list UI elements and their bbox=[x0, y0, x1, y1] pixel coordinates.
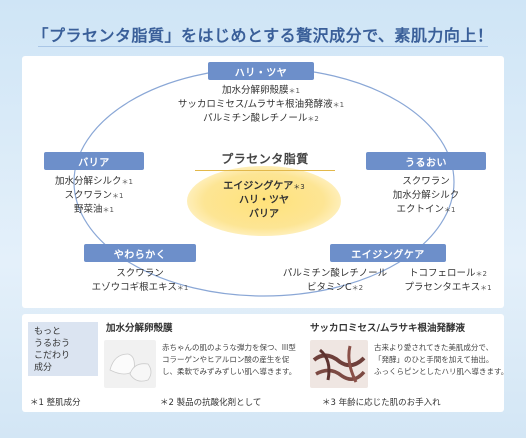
note: ＊1 bbox=[102, 206, 114, 214]
note: ＊1 bbox=[332, 101, 345, 109]
node-items-aging-left: パルミチン酸レチノール ビタミンC＊2 bbox=[276, 267, 394, 295]
purple-root-photo bbox=[310, 340, 368, 388]
center-glow bbox=[187, 166, 341, 236]
note: ＊1 bbox=[288, 87, 300, 95]
node-items-yawaraka: スクワラン エゾウコギ根エキス＊1 bbox=[68, 267, 212, 295]
item: スクワラン bbox=[116, 268, 164, 279]
note: ＊1 bbox=[444, 206, 456, 214]
center-line-3: バリア bbox=[249, 209, 279, 220]
node-label-barrier: バリア bbox=[44, 152, 144, 170]
eggshell-title: 加水分解卵殻膜 bbox=[106, 323, 173, 334]
note: ＊2 bbox=[351, 284, 364, 292]
center-line-2: ハリ・ツヤ bbox=[239, 195, 289, 206]
note: ＊2 bbox=[475, 270, 487, 278]
item: ビタミンC bbox=[306, 282, 352, 293]
node-label-hari-tsuya: ハリ・ツヤ bbox=[208, 62, 314, 80]
item: スクワラン bbox=[402, 176, 450, 187]
item: サッカロミセス/ムラサキ根油発酵液 bbox=[177, 99, 333, 110]
item: スクワラン bbox=[64, 190, 113, 201]
saccharo-description: 古来より愛されてきた美肌成分で、 「発酵」のひと手間を加えて抽出。 ふっくらピン… bbox=[374, 343, 509, 376]
note: ＊1 bbox=[121, 178, 133, 186]
footnote-3: ＊3 年齢に応じた肌のお手入れ bbox=[322, 398, 441, 408]
note: ＊1 bbox=[112, 192, 124, 200]
page-title: 「プラセンタ脂質」をはじめとする贅沢成分で、素肌力向上！ bbox=[32, 26, 494, 45]
center-line-1: エイジングケア bbox=[223, 181, 294, 192]
node-label-yawaraka: やわらかく bbox=[84, 244, 196, 262]
center-divider bbox=[195, 170, 335, 171]
node-items-barrier: 加水分解シルク＊1 スクワラン＊1 野菜油＊1 bbox=[44, 175, 144, 217]
title-underline bbox=[38, 46, 488, 47]
center-benefits: エイジングケア＊3 ハリ・ツヤ バリア bbox=[187, 180, 341, 222]
node-label-uruoi: うるおい bbox=[366, 152, 486, 170]
item: エゾウコギ根エキス bbox=[91, 282, 177, 293]
item: プラセンタエキス bbox=[404, 282, 481, 293]
eggshell-description: 赤ちゃんの肌のような弾力を保つ、III型 コラーゲンやヒアルロン酸の産生を促 し… bbox=[162, 343, 297, 376]
item: 加水分解シルク bbox=[55, 176, 122, 187]
ingredient-panel bbox=[22, 314, 504, 412]
node-label-aging-care: エイジングケア bbox=[330, 244, 446, 262]
node-items-aging-right: トコフェロール＊2 プラセンタエキス＊1 bbox=[398, 267, 498, 295]
item: エクトイン bbox=[396, 204, 445, 215]
item: パルミチン酸レチノール bbox=[282, 268, 388, 279]
center-heading: プラセンタ脂質 bbox=[221, 152, 309, 166]
item: 加水分解シルク bbox=[392, 190, 460, 201]
note: ＊1 bbox=[176, 284, 189, 292]
item: 加水分解卵殻膜 bbox=[222, 85, 289, 96]
eggshell-photo bbox=[104, 340, 156, 388]
item: パルミチン酸レチノール bbox=[203, 113, 308, 124]
footnote-2: ＊2 製品の抗酸化剤として bbox=[160, 398, 262, 408]
footnote-1: ＊1 整肌成分 bbox=[30, 398, 81, 408]
saccharo-title: サッカロミセス/ムラサキ根油発酵液 bbox=[310, 323, 465, 334]
item: 野菜油 bbox=[74, 204, 103, 215]
side-label: もっと うるおう こだわり 成分 bbox=[28, 322, 98, 376]
node-items-uruoi: スクワラン 加水分解シルク エクトイン＊1 bbox=[366, 175, 486, 217]
note: ＊1 bbox=[480, 284, 492, 292]
node-items-hari-tsuya: 加水分解卵殻膜＊1 サッカロミセス/ムラサキ根油発酵液＊1 パルミチン酸レチノー… bbox=[160, 84, 362, 126]
center-line-1-note: ＊3 bbox=[293, 183, 305, 191]
item: トコフェロール bbox=[409, 268, 476, 279]
note: ＊2 bbox=[307, 115, 319, 123]
